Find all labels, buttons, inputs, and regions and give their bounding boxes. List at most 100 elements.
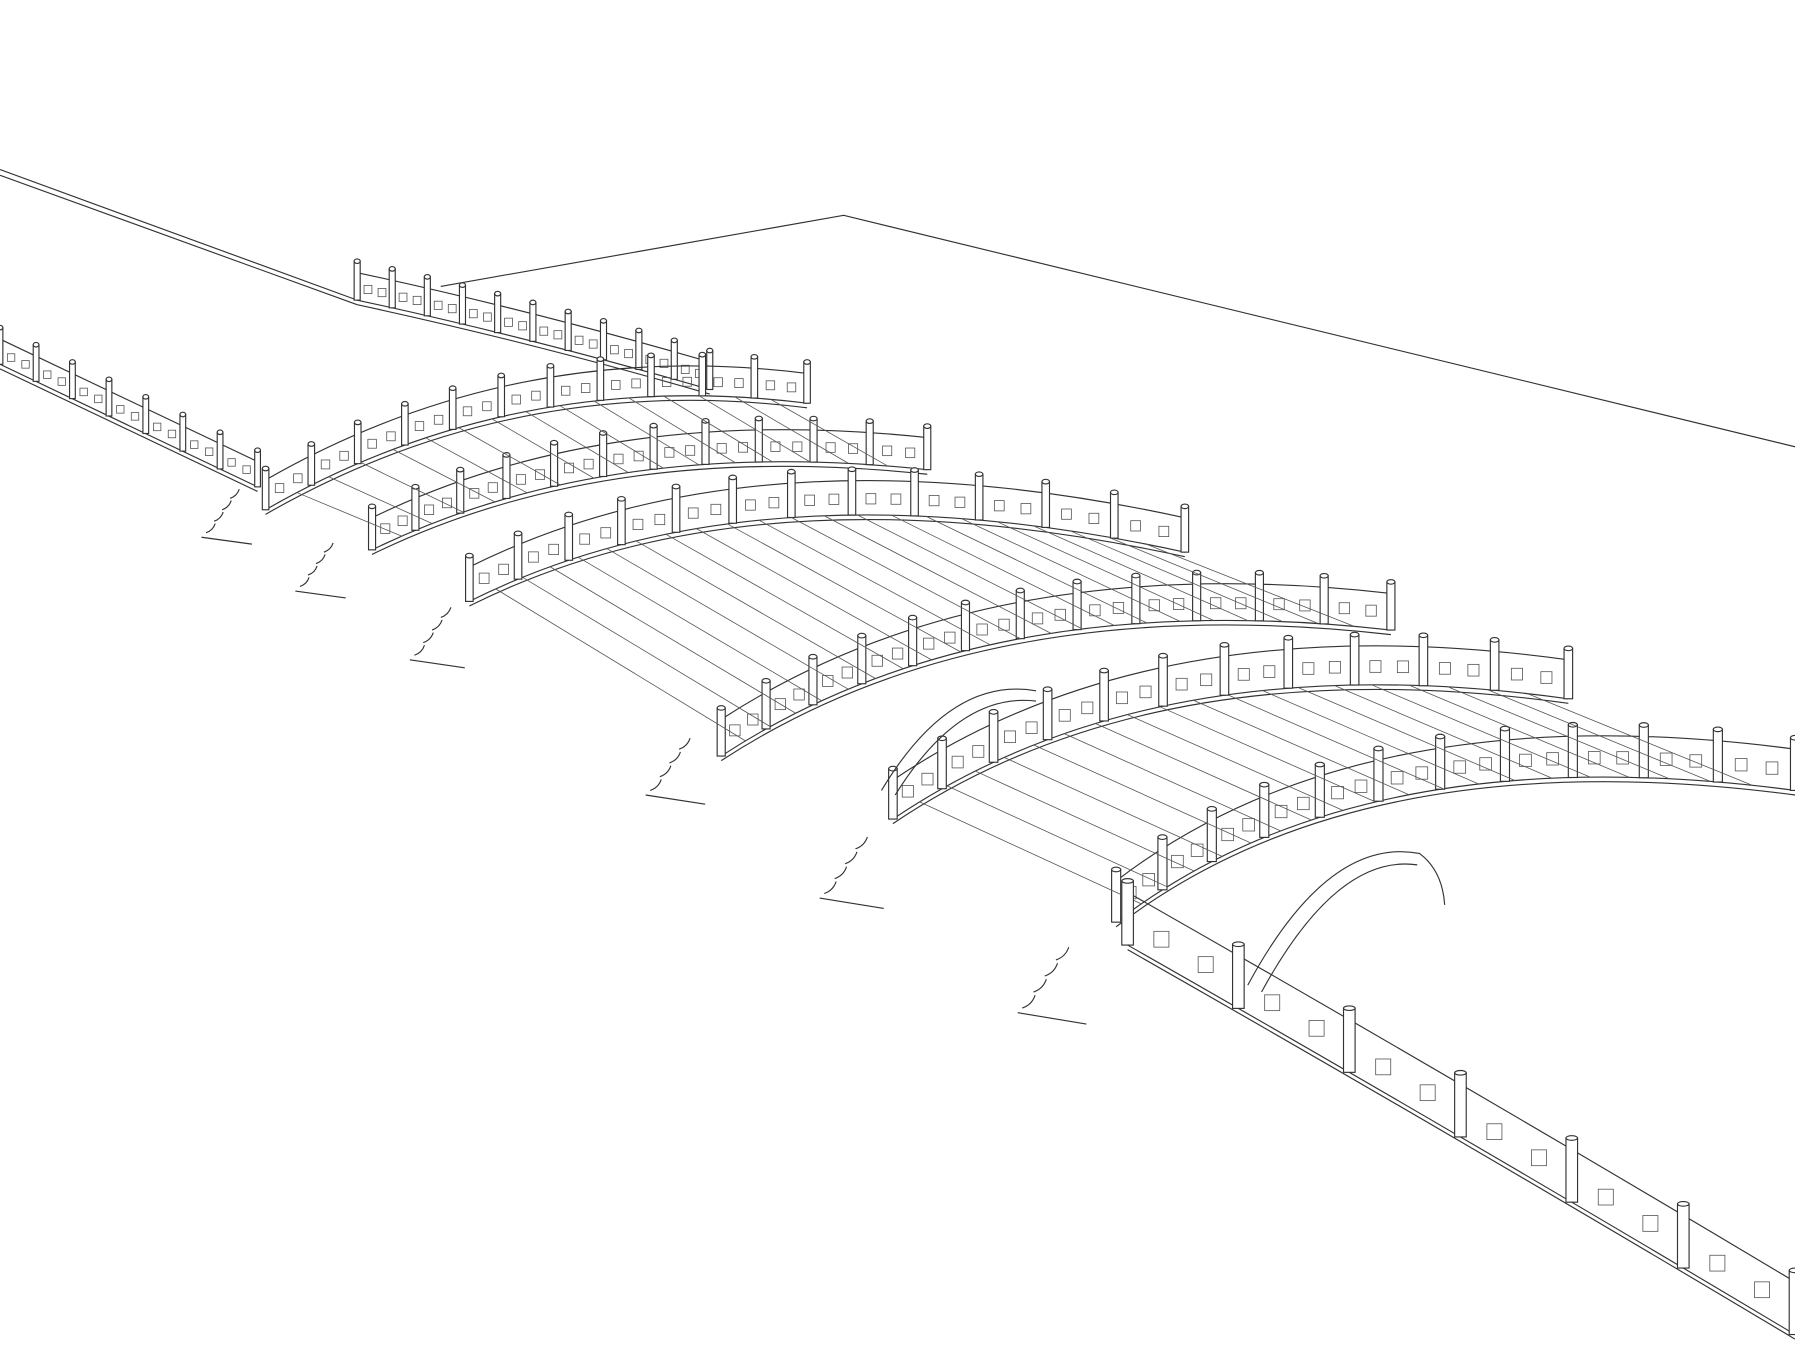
railing-panel-ornament bbox=[433, 414, 444, 425]
railing-panel-ornament bbox=[377, 288, 387, 298]
railing-post bbox=[1489, 639, 1500, 691]
railing-panel-ornament bbox=[1237, 668, 1250, 681]
railing-post bbox=[599, 432, 608, 478]
railing-post bbox=[1314, 763, 1325, 818]
railing-post bbox=[1788, 1269, 1795, 1336]
railing-panel-ornament bbox=[190, 440, 199, 449]
railing-post bbox=[179, 413, 187, 452]
railing-post bbox=[803, 361, 811, 404]
railing-panel-ornament bbox=[1299, 599, 1311, 612]
railing-panel-ornament bbox=[1338, 602, 1351, 615]
railing-panel-ornament bbox=[768, 497, 780, 509]
railing-panel-ornament bbox=[1264, 994, 1281, 1012]
railing-post bbox=[32, 344, 40, 382]
stair-ornament bbox=[201, 488, 252, 545]
railing-panel-ornament bbox=[841, 666, 853, 679]
railing-panel-ornament bbox=[1765, 761, 1779, 775]
back-railing bbox=[353, 258, 714, 395]
railing-post bbox=[1121, 880, 1134, 946]
railing-panel-ornament bbox=[1354, 779, 1368, 793]
railing-panel-ornament bbox=[921, 772, 934, 786]
railing-panel-ornament bbox=[1197, 956, 1214, 973]
railing-post bbox=[1319, 575, 1329, 625]
railing-panel-ornament bbox=[531, 390, 541, 401]
railing-panel-ornament bbox=[685, 445, 696, 456]
railing-panel-ornament bbox=[661, 377, 672, 387]
railing-panel-ornament bbox=[1139, 685, 1152, 699]
railing-panel-ornament bbox=[1273, 598, 1285, 611]
railing-panel-ornament bbox=[882, 445, 893, 457]
railing-post bbox=[1676, 1203, 1690, 1269]
stair-ornament bbox=[645, 737, 706, 805]
railing-panel-ornament bbox=[770, 441, 781, 452]
railing-panel-ornament bbox=[397, 515, 408, 527]
railing-post bbox=[423, 276, 431, 317]
railing-post bbox=[529, 301, 537, 342]
railing-panel-ornament bbox=[1148, 599, 1160, 612]
railing-panel-ornament bbox=[1061, 508, 1072, 520]
railing-post bbox=[307, 443, 316, 486]
railing-panel-ornament bbox=[954, 496, 966, 508]
railing-post bbox=[401, 403, 409, 446]
railing-panel-ornament bbox=[43, 370, 52, 379]
railing-panel-ornament bbox=[716, 443, 727, 454]
railing-panel-ornament bbox=[583, 458, 594, 470]
railing-panel-ornament bbox=[1003, 730, 1016, 744]
railing-post bbox=[1042, 688, 1053, 741]
railing-panel-ornament bbox=[1709, 1254, 1726, 1272]
bridge-deck-steps bbox=[919, 684, 1753, 905]
railing-post bbox=[599, 320, 608, 361]
railing-panel-ornament bbox=[1020, 503, 1032, 515]
railing-panel-ornament bbox=[468, 309, 478, 319]
railing-panel-ornament bbox=[804, 494, 815, 506]
railing-post bbox=[908, 616, 918, 667]
railing-post bbox=[670, 339, 678, 380]
railing-post bbox=[1373, 747, 1384, 802]
railing-post bbox=[388, 268, 396, 309]
railing-panel-ornament bbox=[1308, 1020, 1325, 1037]
railing-post bbox=[216, 431, 224, 470]
railing-post bbox=[367, 505, 377, 551]
railing-post bbox=[1099, 669, 1109, 722]
railing-panel-ornament bbox=[1734, 758, 1748, 772]
railing-post bbox=[647, 354, 655, 398]
railing-panel-ornament bbox=[793, 688, 805, 701]
railing-panel-ornament bbox=[976, 623, 988, 636]
railing-panel-ornament bbox=[1642, 1215, 1659, 1232]
railing-panel-ornament bbox=[1031, 612, 1044, 625]
railing-post bbox=[448, 387, 457, 430]
bridge-b-outer-railing bbox=[465, 466, 1190, 607]
railing-panel-ornament bbox=[1081, 701, 1094, 715]
railing-panel-ornament bbox=[483, 312, 492, 322]
railing-panel-ornament bbox=[1510, 667, 1523, 681]
railing-post bbox=[1158, 655, 1168, 707]
railing-panel-ornament bbox=[905, 447, 916, 459]
railing-panel-ornament bbox=[320, 459, 331, 470]
railing-post bbox=[1111, 868, 1122, 923]
railing-post bbox=[706, 349, 714, 391]
railings bbox=[0, 258, 1795, 1340]
railing-panel-ornament bbox=[380, 523, 391, 534]
railing-panel-ornament bbox=[1530, 1149, 1547, 1167]
railing-panel-ornament bbox=[6, 353, 16, 362]
railing-post bbox=[617, 498, 626, 546]
bridge-c-inner-railing bbox=[1111, 721, 1795, 928]
railing-post bbox=[1219, 644, 1230, 696]
railing-post bbox=[564, 513, 574, 561]
railing-panel-ornament bbox=[274, 483, 285, 493]
railing-panel-ornament bbox=[580, 383, 591, 393]
railing-panel-ornament bbox=[482, 401, 492, 412]
railing-post bbox=[456, 469, 465, 514]
railing-post bbox=[353, 260, 361, 301]
railing-panel-ornament bbox=[600, 527, 612, 539]
railing-panel-ornament bbox=[890, 493, 902, 505]
railing-panel-ornament bbox=[1659, 752, 1673, 766]
bridge-a-outer-railing bbox=[261, 351, 811, 515]
railing-panel-ornament bbox=[1369, 660, 1382, 673]
railing-panel-ornament bbox=[664, 447, 675, 458]
railing-post bbox=[254, 449, 262, 488]
railing-panel-ornament bbox=[561, 385, 571, 396]
railing-panel-ornament bbox=[1486, 1123, 1503, 1140]
railing-panel-ornament bbox=[1328, 660, 1341, 674]
railing-panel-ornament bbox=[167, 429, 177, 439]
